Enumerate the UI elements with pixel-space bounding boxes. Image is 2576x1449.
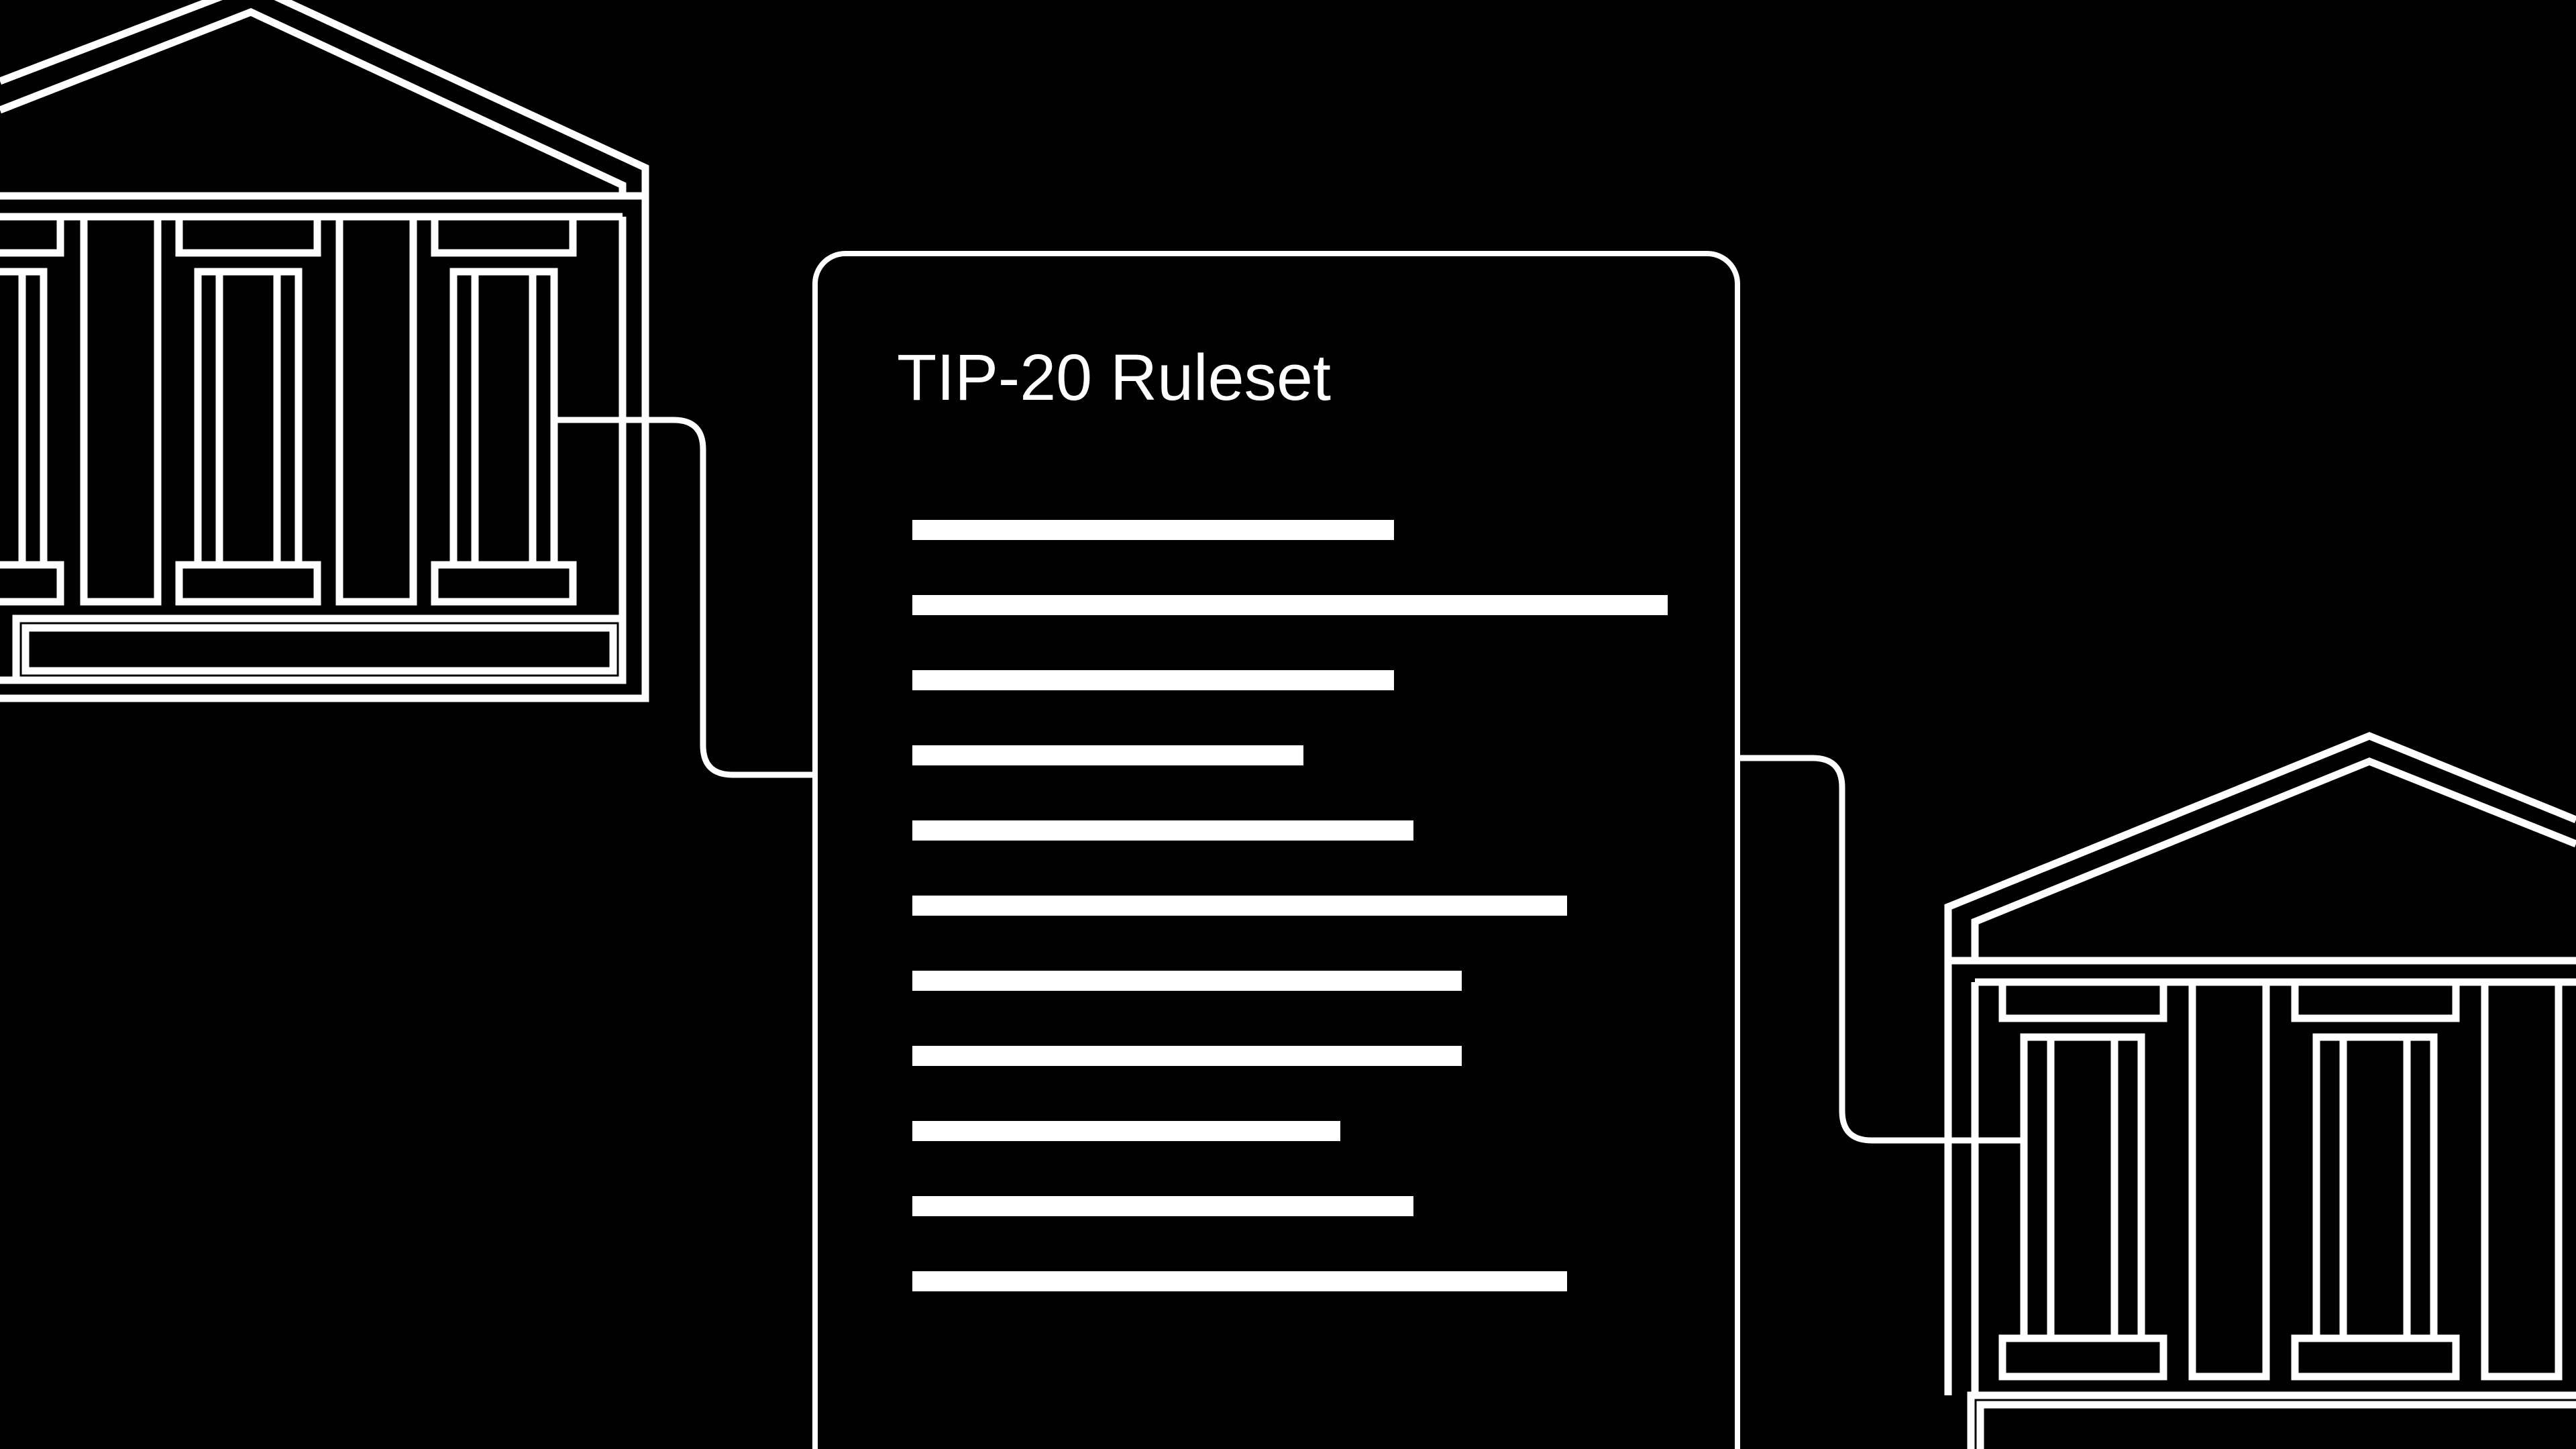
column-capital (175, 213, 321, 257)
ruleset-card (812, 251, 1740, 1449)
column-shaft-inner (215, 268, 281, 569)
text-placeholder-bar (912, 971, 1462, 991)
column-shaft (449, 268, 558, 569)
column-base (1998, 1334, 2167, 1381)
text-placeholder-bar (912, 1271, 1567, 1291)
column-base (2291, 1334, 2460, 1381)
column-capital (2291, 978, 2460, 1022)
left-bank-building-icon (0, 0, 649, 702)
bank-roof-inner-outline (1971, 757, 2576, 961)
column-capital (1998, 978, 2167, 1022)
card-text-placeholder-bars (912, 520, 1668, 1291)
bank-stylobate-inner (1976, 1401, 2576, 1449)
text-placeholder-bar (912, 595, 1668, 615)
connector-line-left (554, 417, 815, 778)
text-placeholder-bar (912, 1046, 1462, 1066)
text-placeholder-bar (912, 1121, 1340, 1141)
bank-roof-inner-outline (0, 8, 627, 196)
column-capital (0, 213, 64, 257)
pier (2188, 978, 2270, 1381)
right-bank-building-icon (1944, 732, 2576, 1449)
pier (2481, 978, 2563, 1381)
text-placeholder-bar (912, 1196, 1413, 1216)
text-placeholder-bar (912, 670, 1394, 690)
connector-line-right (1737, 755, 2024, 1144)
column-shaft (194, 268, 303, 569)
column-base (0, 561, 64, 606)
column-base (175, 561, 321, 606)
column-base (431, 561, 577, 606)
column-shaft-inner (0, 268, 26, 569)
bank-stylobate (12, 614, 627, 684)
column-shaft (2020, 1033, 2145, 1342)
text-placeholder-bar (912, 520, 1394, 540)
column-shaft-inner (471, 268, 537, 569)
column-shaft (2312, 1033, 2438, 1342)
bank-roof-outline (0, 0, 649, 702)
card-title: TIP-20 Ruleset (897, 341, 1331, 414)
column-shaft-inner (2047, 1033, 2118, 1342)
text-placeholder-bar (912, 820, 1413, 841)
column-shaft (0, 268, 48, 569)
bank-roof-outline (1944, 732, 2576, 1395)
text-placeholder-bar (912, 896, 1567, 916)
bank-stylobate-inner (21, 624, 617, 675)
pier (335, 213, 417, 606)
text-placeholder-bar (912, 745, 1303, 765)
bank-stylobate (1967, 1391, 2576, 1449)
column-shaft-inner (2339, 1033, 2411, 1342)
column-capital (431, 213, 577, 257)
pier (80, 213, 162, 606)
